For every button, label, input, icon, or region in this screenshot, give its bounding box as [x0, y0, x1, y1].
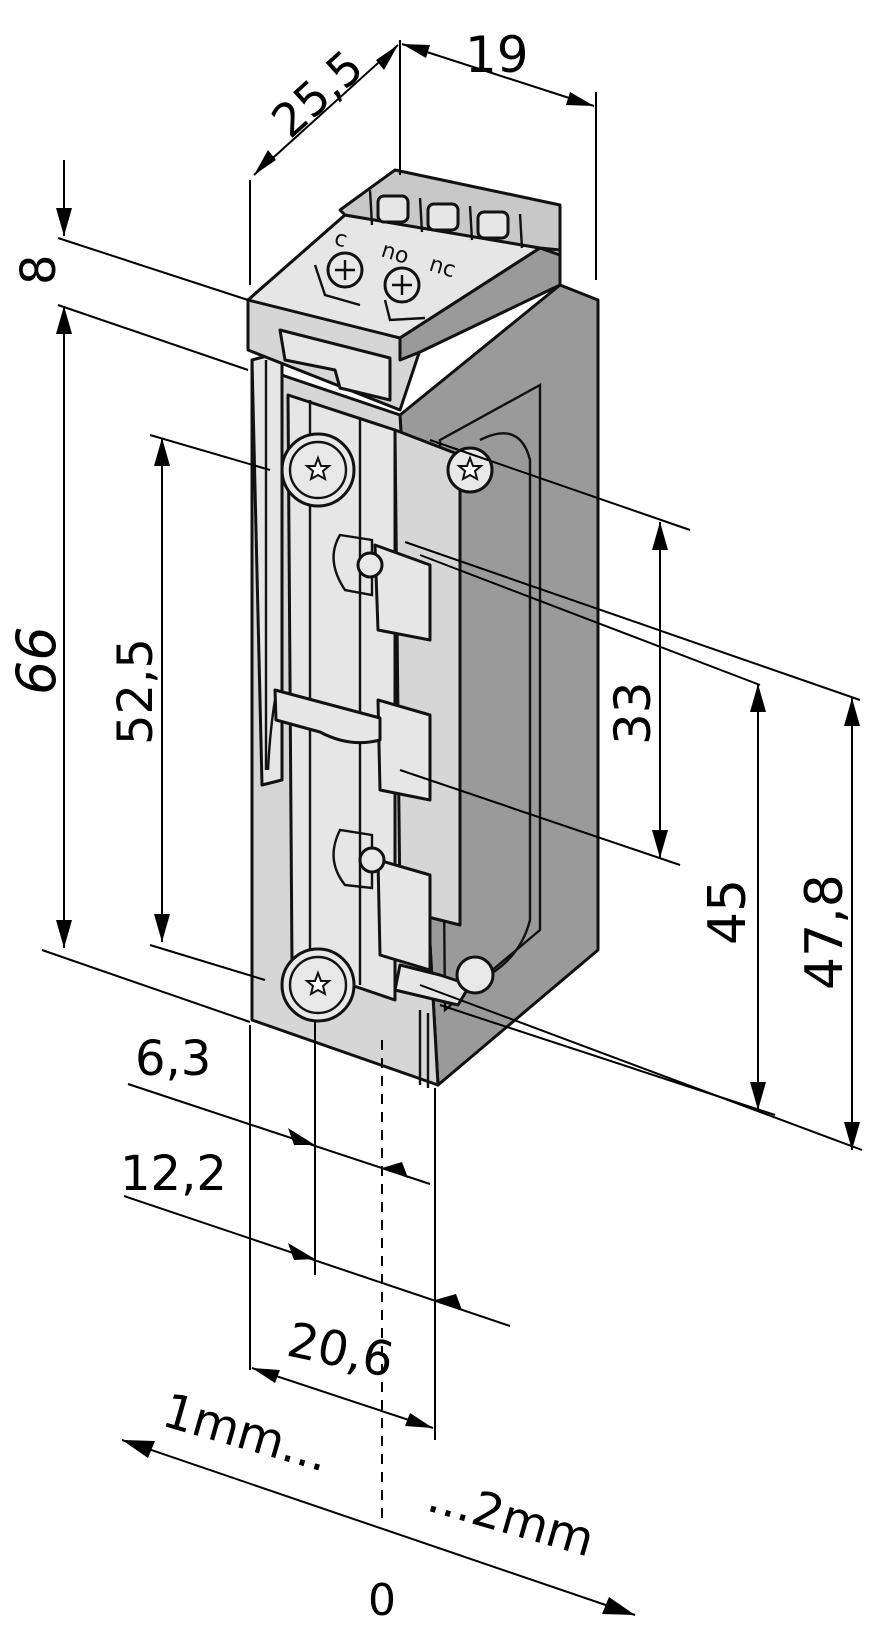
dim-label-25-5: 25,5 [261, 40, 373, 149]
screw-side-bottom [455, 955, 495, 995]
fixing-screws [280, 432, 495, 1023]
latch-plate [393, 428, 462, 927]
bottom-strike [393, 963, 472, 1007]
terminal-block: c no nc [246, 168, 562, 412]
clamp-slot-2 [426, 202, 460, 232]
clamp-slot-1 [376, 194, 410, 224]
dim-label-8: 8 [11, 254, 67, 285]
dim-label-45: 45 [698, 879, 758, 945]
dim-label-6-3: 6,3 [135, 1031, 211, 1087]
dim-label-12-2: 12,2 [120, 1146, 227, 1202]
dim-label-47-8: 47,8 [795, 874, 855, 990]
dim-label-20-6: 20,6 [283, 1312, 399, 1389]
dim-label-66: 66 [5, 626, 68, 695]
clamp-slot-3 [476, 210, 510, 240]
adjust-label-right: ...2mm [422, 1468, 601, 1569]
spring-clip [273, 688, 382, 745]
latch-pivot-upper [356, 551, 384, 579]
adjust-label-left: 1mm... [157, 1383, 336, 1484]
latch-pivot-lower [358, 846, 386, 874]
latch-middle [376, 698, 432, 802]
dim-label-52-5: 52,5 [108, 638, 164, 745]
terminal-clip [278, 328, 392, 402]
dimension-lines [41, 40, 863, 1616]
dim-label-19: 19 [465, 26, 529, 84]
latch-lower [376, 858, 432, 972]
dim-label-33: 33 [604, 681, 662, 745]
latch-mechanism [266, 428, 472, 1088]
adjust-label-zero: 0 [368, 1575, 396, 1626]
latch-upper [373, 543, 432, 642]
